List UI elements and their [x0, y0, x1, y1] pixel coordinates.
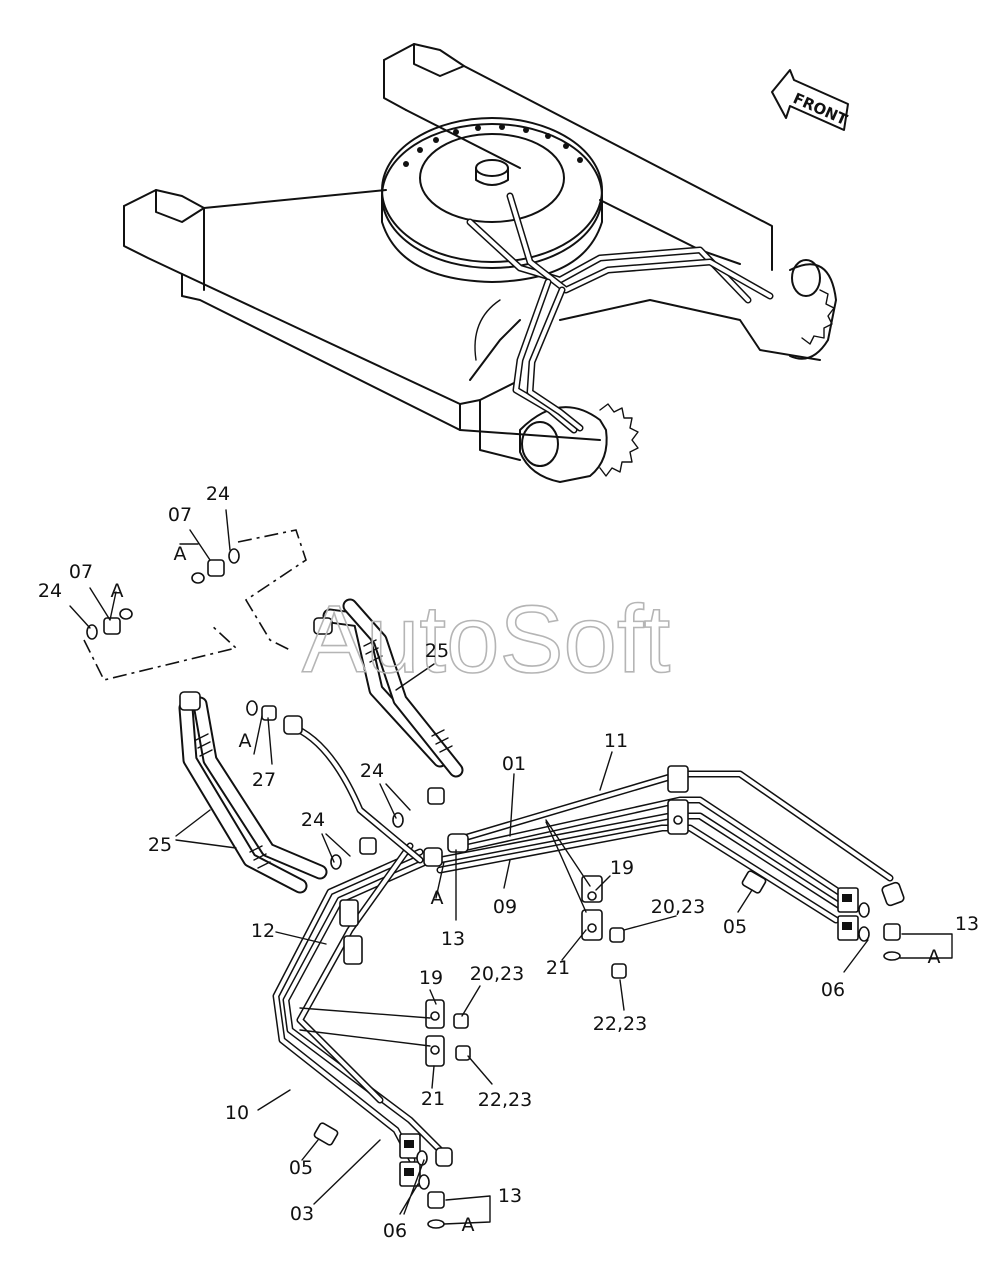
part-label-l19a: 19 — [610, 857, 634, 879]
part-label-l13c: 13 — [498, 1185, 522, 1207]
part-label-l01: 01 — [502, 753, 526, 775]
part-label-l24a: 24 — [206, 483, 230, 505]
part-label-l07b: 07 — [69, 561, 93, 583]
watermark-text: AutoSoft — [302, 586, 670, 693]
part-label-l05a: 05 — [723, 916, 747, 938]
part-label-l24c: 24 — [360, 760, 384, 782]
part-label-l27: 27 — [252, 769, 276, 791]
part-label-l2023b: 20,23 — [470, 963, 524, 985]
front-direction-arrow: FRONT — [771, 69, 851, 131]
part-label-l2023a: 20,23 — [651, 896, 705, 918]
part-label-lAa: A — [928, 946, 941, 968]
part-label-l12: 12 — [251, 920, 275, 942]
part-label-l19b: 19 — [419, 967, 443, 989]
fittings-and-bolts — [86, 548, 905, 1229]
part-label-l13b: 13 — [441, 928, 465, 950]
frame-pipes — [466, 192, 774, 434]
part-label-lAe: A — [111, 580, 124, 602]
part-label-lAb: A — [431, 887, 444, 909]
front-arrow-label: FRONT — [790, 89, 850, 129]
part-label-l2223b: 22,23 — [478, 1089, 532, 1111]
part-label-l25a: 25 — [425, 640, 449, 662]
part-label-lAd: A — [174, 543, 187, 565]
part-label-l06a: 06 — [821, 979, 845, 1001]
part-label-l21a: 21 — [546, 957, 570, 979]
part-label-l07a: 07 — [168, 504, 192, 526]
part-label-lAc: A — [462, 1214, 475, 1236]
part-label-l11: 11 — [604, 730, 628, 752]
pipe-clamps — [339, 765, 689, 1067]
part-label-l2223a: 22,23 — [593, 1013, 647, 1035]
part-label-l03: 03 — [290, 1203, 314, 1225]
flange-blocks — [399, 887, 859, 1187]
part-label-l24d: 24 — [301, 809, 325, 831]
track-frame — [123, 43, 837, 483]
turntable-bolts — [403, 124, 583, 167]
part-label-l05b: 05 — [289, 1157, 313, 1179]
view-boxes — [83, 529, 307, 681]
part-label-l10: 10 — [225, 1102, 249, 1124]
part-label-l21b: 21 — [421, 1088, 445, 1110]
hose-25-lower — [178, 696, 328, 894]
part-label-l13a: 13 — [955, 913, 979, 935]
part-label-l06b: 06 — [383, 1220, 407, 1242]
main-pipes — [272, 722, 894, 1164]
part-label-l24b: 24 — [38, 580, 62, 602]
part-label-l09: 09 — [493, 896, 517, 918]
part-label-lAf: A — [239, 730, 252, 752]
part-label-l25b: 25 — [148, 834, 172, 856]
leader-lines — [69, 509, 953, 1225]
hose-25-upper — [322, 598, 464, 778]
